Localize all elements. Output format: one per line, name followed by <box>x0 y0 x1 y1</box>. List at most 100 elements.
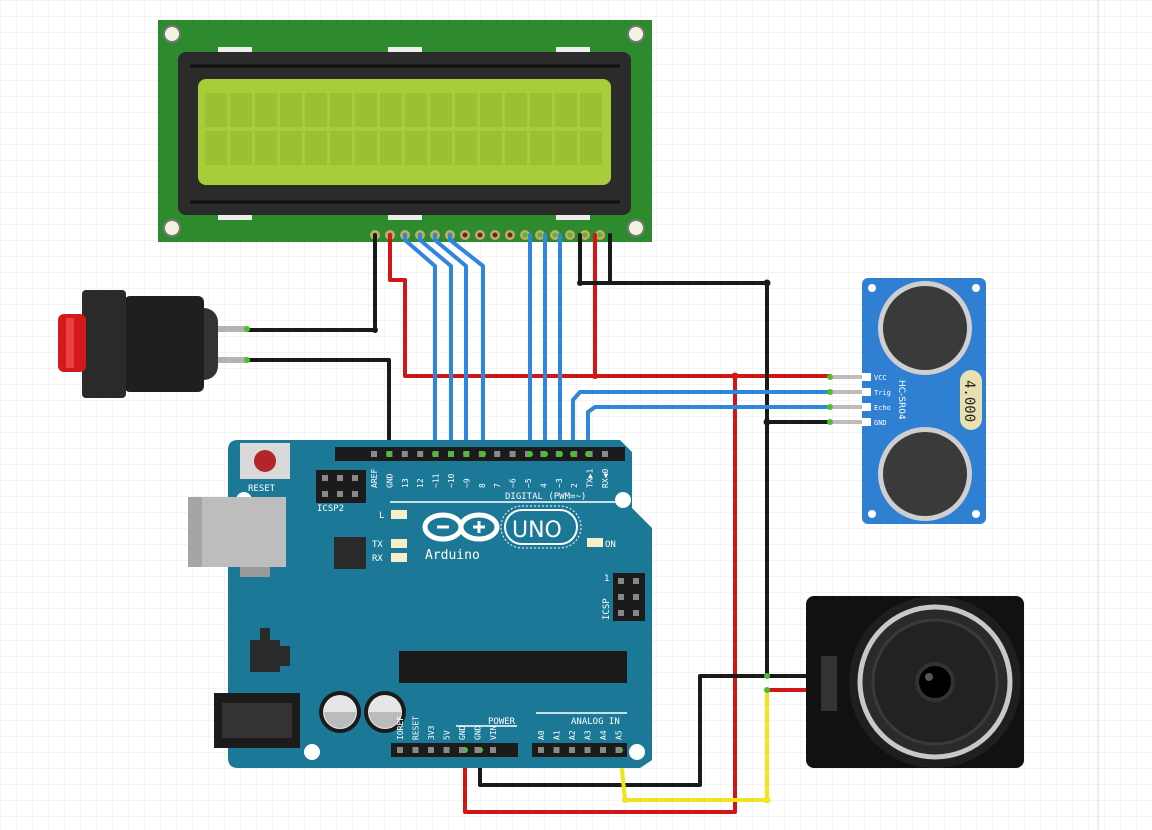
analog-pin-socket[interactable] <box>615 747 622 753</box>
led-rx-label: RX <box>372 554 383 564</box>
power-pin-socket[interactable] <box>412 747 419 753</box>
junctions <box>592 372 739 380</box>
power-label: POWER <box>488 717 516 727</box>
sensor-pin[interactable] <box>862 388 871 396</box>
digital-pin-label: 4 <box>539 483 548 488</box>
power-pin-socket[interactable] <box>459 747 465 753</box>
digital-pin-socket[interactable] <box>509 451 516 457</box>
lcd-cell <box>530 93 552 127</box>
lcd-cell <box>555 131 577 165</box>
reset-label: RESET <box>248 484 276 494</box>
lcd-cell <box>305 131 327 165</box>
icsp-label: ICSP <box>602 598 612 620</box>
digital-pin-socket[interactable] <box>417 451 424 457</box>
power-header <box>391 743 518 757</box>
lcd-cell <box>230 93 252 127</box>
on-label: ON <box>605 540 616 550</box>
wire-button-gnd <box>245 358 391 457</box>
analog-pin-label: A3 <box>584 730 593 740</box>
digital-pin-label: TX▶1 <box>586 469 595 488</box>
arduino-brand: Arduino <box>425 548 480 563</box>
sensor-pin[interactable] <box>862 403 871 411</box>
led-l-label: L <box>379 511 384 521</box>
digital-pin-label: ~3 <box>555 478 564 488</box>
lcd-cell <box>455 131 477 165</box>
lcd-cell <box>205 93 227 127</box>
analog-pin-label: A1 <box>553 730 562 740</box>
wire-speaker-signal <box>618 688 769 802</box>
lcd-cell <box>230 131 252 165</box>
lcd-cell <box>355 93 377 127</box>
icsp2-label: ICSP2 <box>317 504 344 514</box>
digital-pin-label: GND <box>385 473 394 488</box>
power-pin-socket[interactable] <box>490 747 496 753</box>
analog-pin-label: A4 <box>599 730 608 740</box>
power-pin-socket[interactable] <box>443 747 450 753</box>
lcd-cell <box>530 131 552 165</box>
wire-lcd-d5 <box>448 233 485 457</box>
wire-trig <box>571 390 832 457</box>
arduino-logo <box>422 505 582 549</box>
lcd-cell <box>580 131 602 165</box>
wire-gnd-speaker <box>478 674 769 787</box>
analog-pin-label: A0 <box>537 730 546 740</box>
analog-label: ANALOG IN <box>571 717 620 727</box>
sensor-pin[interactable] <box>862 373 871 381</box>
power-pin-socket[interactable] <box>474 747 481 753</box>
lcd-cell <box>255 131 277 165</box>
digital-pin-label: 7 <box>493 483 502 488</box>
power-pin-label: VIN <box>489 725 498 740</box>
analog-header <box>532 743 627 757</box>
sensor-pin[interactable] <box>862 418 871 426</box>
power-pin-socket[interactable] <box>397 747 403 753</box>
icsp-header <box>613 573 645 621</box>
crystal-label: 4.000 <box>961 380 977 422</box>
power-pin-label: 5V <box>443 730 452 740</box>
lcd-cell <box>455 93 477 127</box>
led-tx <box>391 539 407 548</box>
analog-pin-socket[interactable] <box>600 747 606 753</box>
digital-pin-label: 2 <box>570 483 579 488</box>
digital-pin-socket[interactable] <box>401 451 408 457</box>
arduino-board <box>228 440 652 768</box>
digital-pin-label: 13 <box>401 478 410 488</box>
crystal <box>960 370 982 430</box>
digital-pin-label: 8 <box>478 483 487 488</box>
digital-pin-socket[interactable] <box>371 451 377 457</box>
digital-pin-label: ~10 <box>447 473 456 488</box>
digital-label: DIGITAL (PWM=~) <box>505 492 586 502</box>
lcd-cell <box>430 93 452 127</box>
lcd-cell <box>330 131 352 165</box>
analog-pin-socket[interactable] <box>569 747 575 753</box>
lcd-cell <box>280 93 302 127</box>
digital-pin-label: ~5 <box>524 478 533 488</box>
digital-pin-socket[interactable] <box>602 451 608 457</box>
atmega-chip <box>399 651 627 683</box>
lcd-cell <box>205 131 227 165</box>
led-tx-label: TX <box>372 540 383 550</box>
lcd-cell <box>255 93 277 127</box>
lcd-module <box>158 20 652 242</box>
analog-pin-socket[interactable] <box>553 747 560 753</box>
lcd-cell <box>555 93 577 127</box>
wire-lcd-d4 <box>433 233 468 457</box>
analog-pin-socket[interactable] <box>584 747 591 753</box>
wire-lcd-e <box>418 233 453 457</box>
lcd-cell <box>480 93 502 127</box>
speaker <box>764 596 1024 768</box>
lcd-character-grid <box>205 93 602 165</box>
push-button <box>58 290 250 398</box>
lcd-cell <box>405 131 427 165</box>
analog-pin-socket[interactable] <box>538 747 544 753</box>
icsp2-header <box>316 470 366 503</box>
lcd-cell <box>480 131 502 165</box>
sensor-pin-label: VCC <box>874 374 887 382</box>
power-pin-socket[interactable] <box>428 747 434 753</box>
digital-pin-socket[interactable] <box>494 451 501 457</box>
digital-pin-label: ~11 <box>432 473 441 488</box>
